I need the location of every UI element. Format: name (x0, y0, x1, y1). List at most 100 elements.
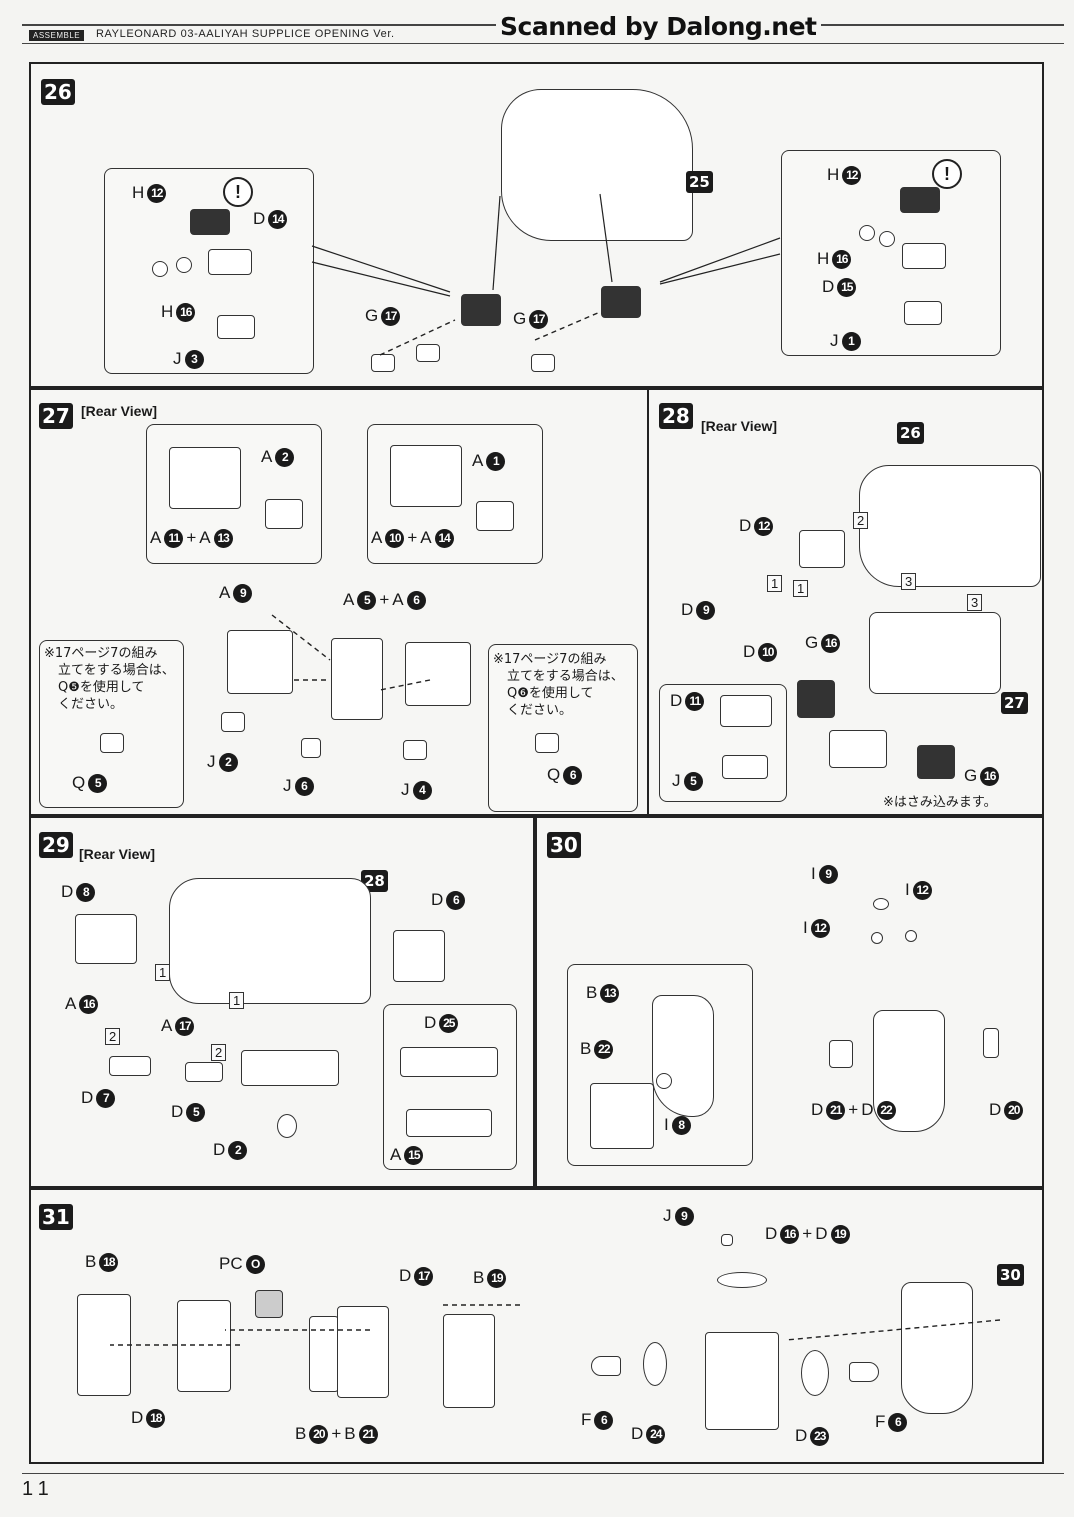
j9-part (721, 1234, 733, 1246)
order-marker: 2 (211, 1044, 227, 1061)
center-frame (331, 638, 383, 720)
assemble-badge: ASSEMBLE (29, 30, 85, 41)
b20-part (309, 1316, 339, 1392)
view-label: [Rear View] (79, 846, 155, 862)
assembly-27-drawing (869, 612, 1001, 694)
step-number: 26 (41, 79, 75, 105)
assembly-ref: 25 (686, 171, 713, 193)
caution-icon: ! (932, 159, 962, 189)
order-marker: 3 (901, 573, 917, 590)
d11-part (720, 695, 772, 727)
d6-part (393, 930, 445, 982)
scan-watermark: Scanned by Dalong.net (496, 12, 821, 41)
clip-part (531, 354, 555, 372)
joint-part (799, 530, 845, 568)
cap-part (873, 898, 889, 910)
cap-part (879, 231, 895, 247)
bracket-part (902, 243, 946, 269)
f6-part (849, 1362, 879, 1382)
step-number: 27 (39, 403, 73, 429)
left-armor (227, 630, 293, 694)
view-label: [Rear View] (701, 418, 777, 434)
cap-part (176, 257, 192, 273)
j5-part (722, 755, 768, 779)
d7-part (109, 1056, 151, 1076)
thruster-right (601, 286, 641, 318)
disc-part (717, 1272, 767, 1288)
polycap-part (255, 1290, 283, 1318)
thruster-part (190, 209, 230, 235)
armor-part (390, 445, 462, 507)
g-part (917, 745, 955, 779)
socket-part (217, 315, 255, 339)
d8-part (75, 914, 137, 964)
note-text: ※はさみ込みます。 (883, 795, 997, 810)
i8-part (656, 1073, 672, 1089)
g-part (797, 680, 835, 718)
b22-part (590, 1083, 654, 1149)
assembly-25-drawing (501, 89, 693, 241)
step-number: 28 (659, 403, 693, 429)
order-marker: 1 (155, 964, 171, 981)
assembly-ref: 30 (997, 1264, 1024, 1286)
caution-icon: ! (223, 177, 253, 207)
order-marker: 3 (967, 594, 983, 611)
j-part (221, 712, 245, 732)
d20-part (983, 1028, 999, 1058)
clip-part (371, 354, 395, 372)
hip-block (705, 1332, 779, 1430)
footer-rule (22, 1473, 1064, 1474)
order-marker: 1 (229, 992, 245, 1009)
clip-part (416, 344, 440, 362)
order-marker: 2 (853, 512, 869, 529)
b18-part (77, 1294, 131, 1396)
d5-part (185, 1062, 223, 1082)
cap-part (152, 261, 168, 277)
cap-part (871, 932, 883, 944)
a15-part (406, 1109, 492, 1137)
thruster-part (900, 187, 940, 213)
d25-part (400, 1047, 498, 1077)
